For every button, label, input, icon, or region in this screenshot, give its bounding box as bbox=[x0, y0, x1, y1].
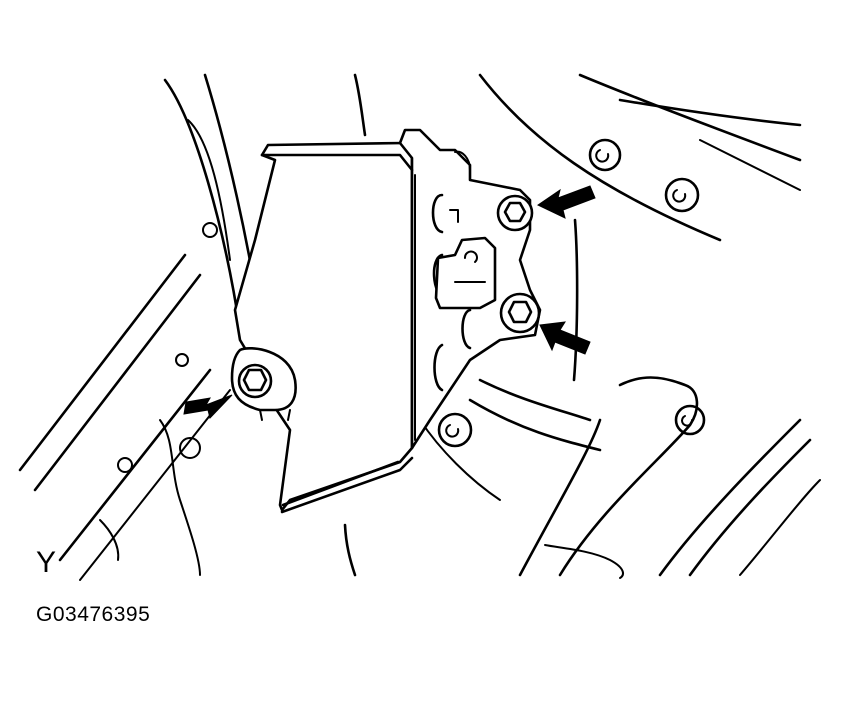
panel-holes bbox=[117, 138, 706, 473]
bracket-slots bbox=[431, 193, 472, 392]
bolt-upper-right bbox=[496, 194, 534, 232]
mounting-bracket bbox=[233, 128, 542, 514]
bolt-lower-right bbox=[499, 292, 541, 334]
arrow-upper-right-bolt bbox=[537, 185, 596, 219]
figure-id: G03476395 bbox=[36, 603, 151, 626]
bolt-left bbox=[230, 347, 297, 421]
body-panel-lines bbox=[18, 73, 821, 581]
arrow-lower-right-bolt bbox=[539, 321, 591, 355]
tab-plate bbox=[434, 236, 497, 310]
view-label: Y bbox=[36, 546, 57, 579]
arrow-left-bolt bbox=[183, 394, 233, 420]
